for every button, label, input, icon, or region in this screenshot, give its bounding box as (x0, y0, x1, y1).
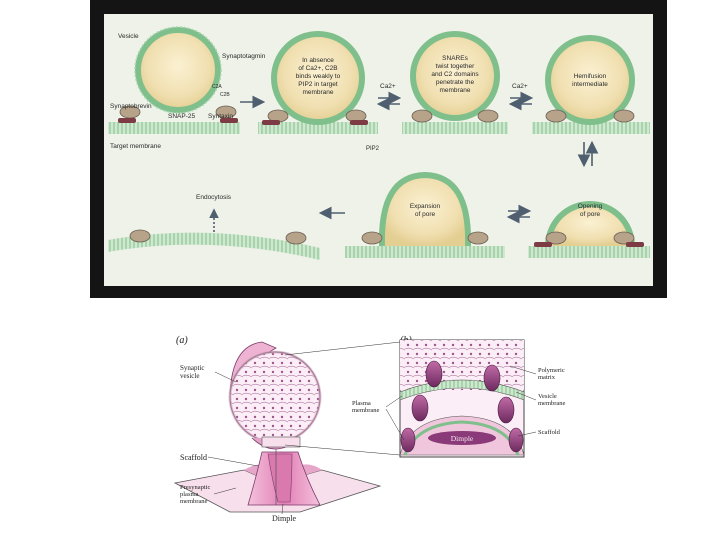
label-syntaxin: Syntaxin (208, 113, 233, 120)
label-endocytosis: Endocytosis (196, 194, 232, 201)
stage-4-line-2: of pore (580, 211, 601, 218)
stage-3-line-1: Hemifusion (574, 73, 607, 80)
label-vesicle: Vesicle (118, 33, 139, 40)
stage-4-caption: Opening of pore (578, 203, 603, 218)
label-plasma-membrane-2: membrane (352, 407, 380, 414)
stage-1-line-3: binds weakly to (296, 73, 341, 80)
synaptic-vesicle-diagram (230, 342, 320, 449)
label-pip2: PIP2 (366, 146, 380, 152)
label-presynaptic-1: Presynaptic (180, 484, 210, 491)
stage-3-line-2: intermediate (572, 81, 608, 88)
label-scaffold-a: Scaffold (180, 453, 207, 462)
vesicle-stage3 (548, 38, 632, 122)
label-ca-1: Ca2+ (380, 83, 396, 90)
label-polymeric-matrix-2: matrix (538, 374, 556, 381)
label-scaffold-b: Scaffold (538, 429, 561, 436)
label-c2b: C2B (220, 92, 230, 98)
label-polymeric-matrix-1: Polymeric (538, 367, 565, 374)
stage-2-line-1: SNAREs (442, 55, 468, 62)
stage-5-line-1: Expansion (410, 203, 441, 210)
label-dimple-a: Dimple (272, 514, 296, 523)
stage-2-line-2: twist together (436, 63, 475, 70)
panel-a-letter: (a) (176, 335, 188, 346)
stage-2-line-3: and C2 domains (431, 71, 479, 78)
label-c2a: C2A (212, 84, 222, 90)
label-vesicle-membrane-2: membrane (538, 400, 566, 407)
stage-3-caption: Hemifusion intermediate (572, 73, 608, 88)
label-plasma-membrane-1: Plasma (352, 400, 371, 407)
stage-1-line-4: PIP2 in target (298, 81, 338, 88)
stage-4-line-1: Opening (578, 203, 603, 210)
stage-2-line-4: penetrate the (436, 79, 475, 86)
label-synaptic-vesicle-1: Synaptic (180, 364, 205, 372)
label-vesicle-membrane-1: Vesicle (538, 393, 557, 400)
stage-1-line-5: membrane (302, 89, 333, 96)
label-synaptobrevin: Synaptobrevin (110, 103, 152, 110)
label-synaptotagmin: Synaptotagmin (222, 53, 266, 60)
stage-5-line-2: of pore (415, 211, 436, 218)
label-presynaptic-2: plasma (180, 491, 199, 498)
label-snap25: SNAP-25 (168, 113, 195, 120)
label-ca-2: Ca2+ (512, 83, 528, 90)
stage-1-line-1: In absence (302, 57, 334, 64)
vesicle-stage0 (135, 27, 221, 113)
stage-2-line-5: membrane (439, 87, 470, 94)
label-target-membrane: Target membrane (110, 143, 161, 150)
stage-1-line-2: of Ca2+, C2B (298, 65, 337, 72)
label-synaptic-vesicle-2: vesicle (180, 372, 199, 380)
label-dimple-b: Dimple (451, 434, 474, 443)
label-presynaptic-3: membrane (180, 498, 208, 505)
